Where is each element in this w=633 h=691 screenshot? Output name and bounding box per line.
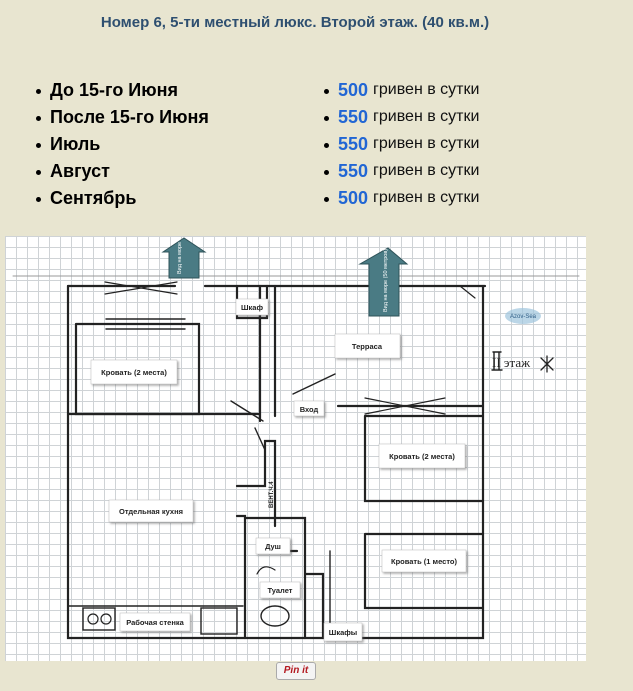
label-bed-single: Кровать (1 место) <box>391 557 457 566</box>
label-toilet: Туалет <box>268 586 293 595</box>
label-entrance: Вход <box>300 405 319 414</box>
list-item: До 15-го Июня <box>36 76 209 103</box>
list-item: После 15-го Июня <box>36 103 209 130</box>
arrow-left-caption: Вид на море <box>177 242 183 274</box>
list-item: Сентябрь <box>36 184 209 211</box>
page-title: Номер 6, 5-ти местный люкс. Второй этаж.… <box>100 14 490 31</box>
price-value: 550 <box>338 106 369 127</box>
label-wardrobe: Шкаф <box>241 303 263 312</box>
label-worktop: Рабочая стенка <box>126 618 184 627</box>
price-value: 500 <box>338 79 369 100</box>
arrow-right-caption: Вид на море (50 метров) <box>383 249 389 312</box>
logo-icon: Azov-Sea <box>505 308 541 324</box>
month-label: Сентябрь <box>50 187 137 208</box>
label-terrace: Терраса <box>352 342 383 351</box>
label-bed-right: Кровать (2 места) <box>389 452 455 461</box>
arrow-icon <box>161 237 207 279</box>
list-item: Июль <box>36 130 209 157</box>
logo-text: Azov-Sea <box>510 314 537 320</box>
month-list: До 15-го Июня После 15-го Июня Июль Авгу… <box>36 76 209 211</box>
pinit-button[interactable]: Pin it <box>276 662 316 680</box>
price-value: 550 <box>338 160 369 181</box>
price-unit: гривен в сутки <box>373 107 480 125</box>
price-value: 550 <box>338 133 369 154</box>
label-bed-left: Кровать (2 места) <box>101 368 167 377</box>
price-unit: гривен в сутки <box>373 134 480 152</box>
label-shower: Душ <box>265 542 281 551</box>
floor-mark: II этаж <box>492 355 531 370</box>
floor-plan-image: Вид на море Вид на море (50 метров) Azov… <box>5 236 586 661</box>
label-wardrobes: Шкафы <box>329 628 357 637</box>
month-label: Июль <box>50 133 101 154</box>
arrow-icon <box>358 247 409 317</box>
price-unit: гривен в сутки <box>373 161 480 179</box>
month-label: До 15-го Июня <box>50 79 178 100</box>
month-label: Август <box>50 160 110 181</box>
price-unit: гривен в сутки <box>373 80 480 98</box>
price-unit: гривен в сутки <box>373 188 480 206</box>
list-item: Август <box>36 157 209 184</box>
month-label: После 15-го Июня <box>50 106 209 127</box>
label-kitchen: Отдельная кухня <box>119 507 183 516</box>
label-vent: ВЕНТ.Ч.4 <box>269 481 275 508</box>
price-value: 500 <box>338 187 369 208</box>
